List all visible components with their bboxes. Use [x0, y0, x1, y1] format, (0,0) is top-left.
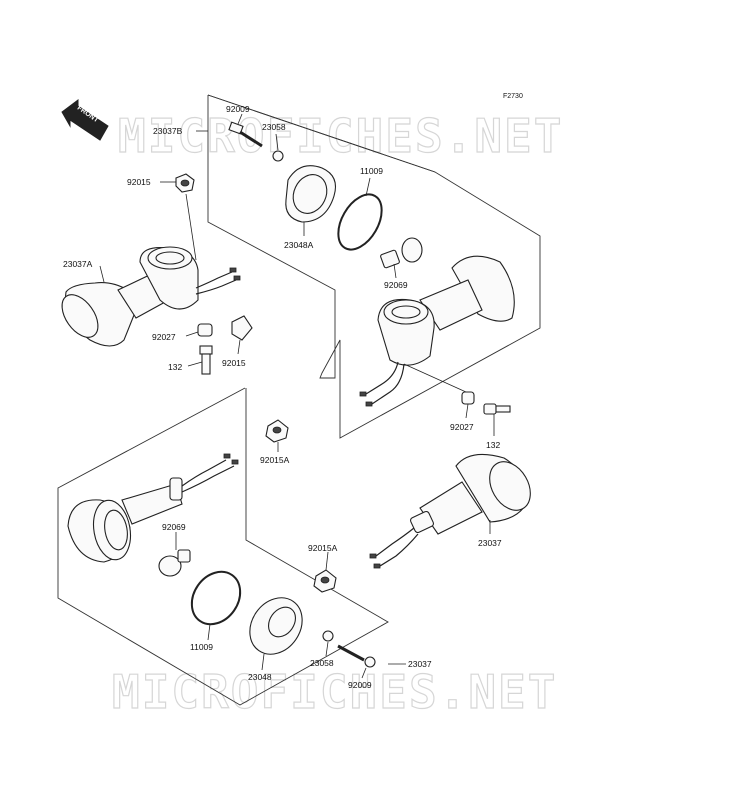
- bulb-92069-left: [158, 549, 191, 577]
- label-132-left: 132: [168, 362, 182, 372]
- bolt-132-right: [483, 403, 511, 415]
- screw-92009-bottom: [337, 644, 376, 668]
- box-lower: [57, 387, 389, 706]
- box-upper-top-edge: [207, 94, 436, 173]
- collar-92027-left: [197, 323, 213, 337]
- screw-92009-top: [228, 121, 263, 148]
- grommet-23058-bottom: [322, 630, 334, 642]
- label-23037-bottom: 23037: [408, 659, 432, 669]
- label-23037A: 23037A: [63, 259, 93, 269]
- gasket-11009-top: [337, 193, 383, 251]
- figure-id: F2730: [503, 93, 523, 100]
- label-92027-left: 92027: [152, 332, 176, 342]
- label-23048A: 23048A: [284, 240, 314, 250]
- label-11009-bottom: 11009: [190, 642, 213, 652]
- turn-signal-upper-right: [359, 255, 515, 407]
- bolt-132-left: [199, 345, 213, 375]
- label-23058-top: 23058: [262, 122, 286, 132]
- label-11009-top: 11009: [360, 166, 383, 176]
- watermark-bottom: MICROFICHES.NET: [112, 665, 557, 719]
- label-92015A-bottom: 92015A: [308, 543, 338, 553]
- label-132-right: 132: [486, 440, 500, 450]
- label-92015-top: 92015: [127, 177, 151, 187]
- nut-92015A-bottom: [313, 569, 337, 593]
- rim-23048A: [285, 165, 337, 223]
- turn-signal-23037: [369, 453, 531, 569]
- label-92069-right: 92069: [384, 280, 408, 290]
- leader-lines: [99, 113, 495, 679]
- label-23058-bottom: 23058: [310, 658, 334, 668]
- label-92009-top: 92009: [226, 104, 250, 114]
- front-arrow-icon: FRONT: [61, 99, 109, 141]
- label-23048: 23048: [248, 672, 272, 682]
- label-23037B: 23037B: [153, 126, 183, 136]
- box-upper: [207, 94, 541, 439]
- nut-92015-mid: [231, 315, 253, 341]
- turn-signal-23037A: [61, 246, 241, 347]
- lens-23048: [249, 597, 303, 655]
- collar-92027-right: [461, 391, 475, 405]
- watermark-top: MICROFICHES.NET: [118, 109, 563, 163]
- label-92069-left: 92069: [162, 522, 186, 532]
- turn-signal-lower-left: [67, 453, 239, 563]
- label-92015A-top: 92015A: [260, 455, 290, 465]
- bulb-92069-right: [380, 237, 423, 269]
- label-92009-bottom: 92009: [348, 680, 372, 690]
- label-92027-right: 92027: [450, 422, 474, 432]
- grommet-23058-top: [272, 150, 284, 162]
- gasket-11009-bottom: [190, 570, 242, 626]
- label-23037: 23037: [478, 538, 502, 548]
- label-92015-mid: 92015: [222, 358, 246, 368]
- nut-92015-top: [175, 173, 195, 193]
- nut-92015A-top: [265, 419, 289, 443]
